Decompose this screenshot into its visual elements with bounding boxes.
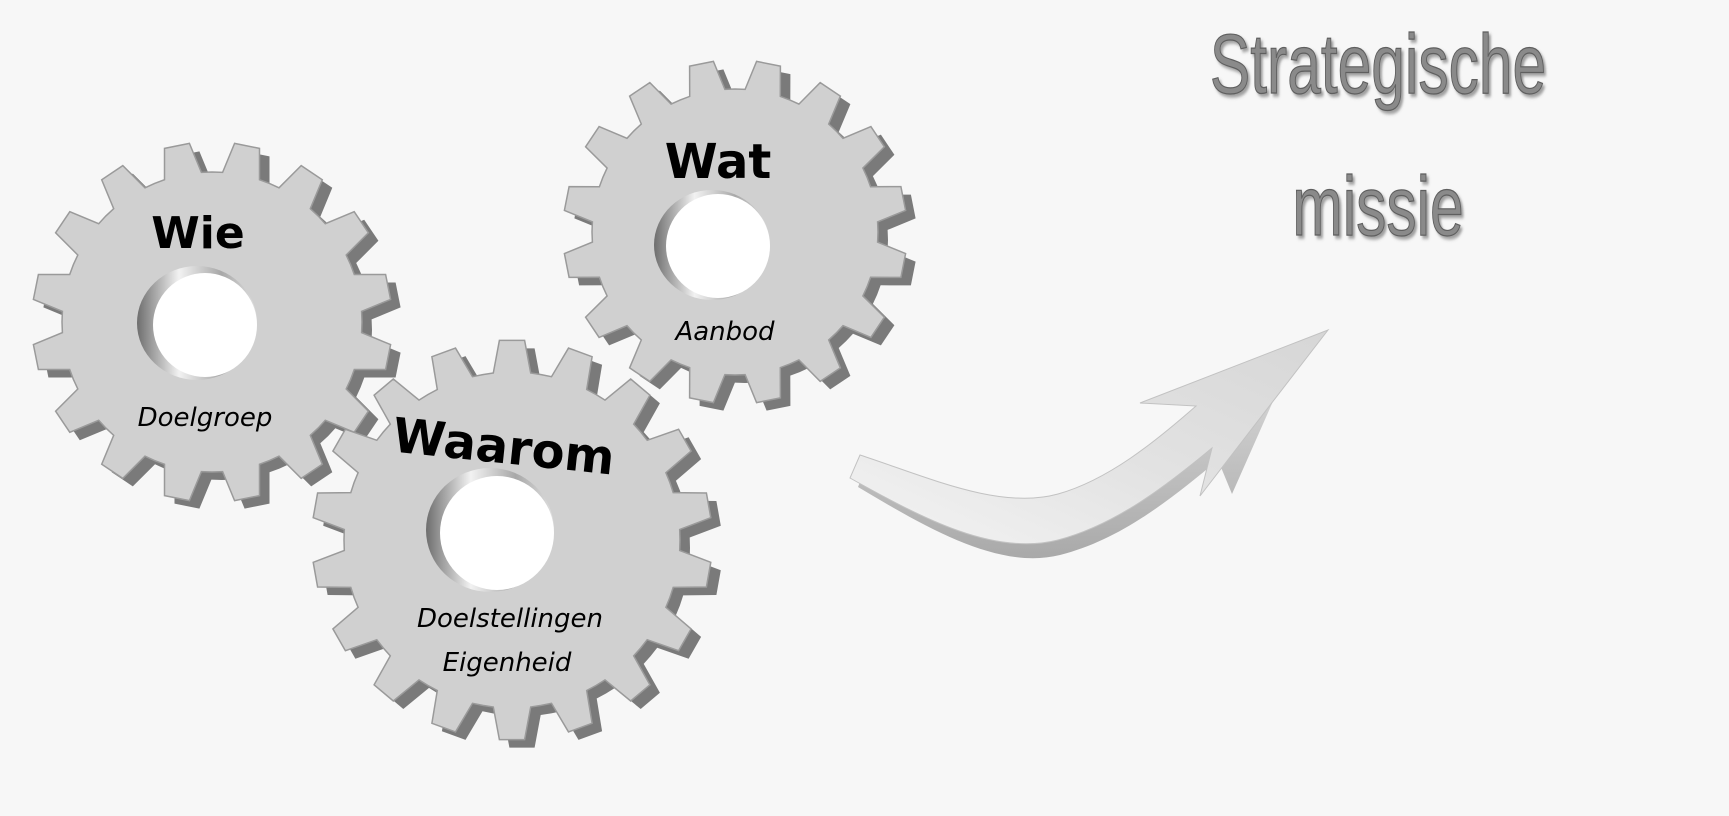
gear-waarom-subtitle-1: Doelstellingen <box>417 604 603 634</box>
curved-arrow <box>849 328 1330 559</box>
gear-waarom-subtitle-2: Eigenheid <box>443 648 572 678</box>
gear-wat: Wat Aanbod <box>563 60 916 411</box>
curved-arrow-body <box>849 328 1330 545</box>
gear-wie-hole <box>153 273 257 377</box>
gear-wie-title: Wie <box>151 208 244 259</box>
result-title-line-1: Strategische <box>1210 17 1546 111</box>
gear-wie-subtitle: Doelgroep <box>138 403 273 433</box>
gear-waarom: Waarom Doelstellingen Eigenheid <box>312 339 721 748</box>
gear-wat-hole <box>666 194 770 298</box>
gear-wie: Wie Doelgroep <box>32 142 401 509</box>
gear-wat-subtitle: Aanbod <box>673 317 775 347</box>
gear-waarom-hole <box>440 476 554 590</box>
result-title-line-2: missie <box>1292 159 1463 253</box>
gear-wat-title: Wat <box>665 134 772 190</box>
curved-arrow-shade <box>858 372 1286 559</box>
